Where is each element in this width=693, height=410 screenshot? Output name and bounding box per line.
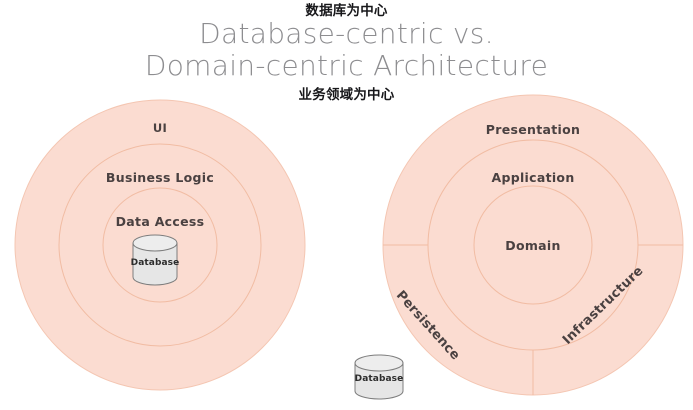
right-diagram-circles xyxy=(382,94,684,396)
label-presentation: Presentation xyxy=(485,122,581,137)
right-diagram-sector-dividers xyxy=(383,244,683,395)
ring-domain xyxy=(473,185,593,305)
cylinder-top xyxy=(132,234,178,252)
label-ui: UI xyxy=(152,121,168,135)
label-domain: Domain xyxy=(505,238,561,253)
label-data-access: Data Access xyxy=(115,214,205,229)
left-database-cylinder xyxy=(132,234,178,286)
cylinder-body xyxy=(132,242,178,286)
label-application: Application xyxy=(491,170,575,185)
label-business-logic: Business Logic xyxy=(105,170,215,185)
cylinder-body xyxy=(354,362,404,400)
cylinder-top xyxy=(354,354,404,372)
label-external-database: Database xyxy=(354,374,404,384)
label-left-database: Database xyxy=(130,258,180,268)
external-database-cylinder xyxy=(354,354,404,400)
